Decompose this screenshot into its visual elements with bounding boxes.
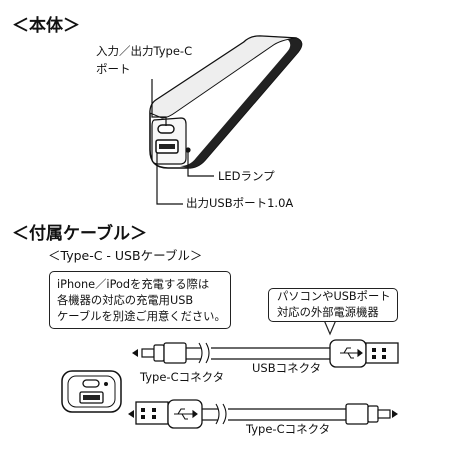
label-io-port-line1: 入力／出力Type-C [96,44,193,58]
callout-line-1: パソコンやUSBポート [277,290,391,303]
note-box: iPhone／iPodを充電する際は 各機器の対応の充電用USB ケーブルを別途… [49,271,231,329]
usb-trident-icon [174,408,198,420]
note-line-3: ケーブルを別途ご用意ください。 [57,310,226,323]
label-io-port-line2: ポート [96,62,131,76]
leader-lines [151,79,214,205]
power-bank-end-view [61,370,122,413]
heading-body: ＜本体＞ [12,16,80,36]
label-usb-output: 出力USBポート1.0A [186,196,294,210]
usb-trident-icon [340,347,363,359]
arrow-right-icon [392,410,398,418]
label-led-lamp: LEDランプ [218,169,275,183]
callout-line-2: 対応の外部電源機器 [277,306,379,319]
usb-port-shape [155,139,179,154]
callout-pointer [323,319,337,336]
label-usb-connector-top: USBコネクタ [252,361,322,375]
note-line-2: 各機器の対応の充電用USB [57,294,194,307]
arrow-left-icon [128,410,134,418]
cable-bottom [128,399,398,429]
type-c-port-shape [157,124,175,134]
heading-accessories: ＜付属ケーブル＞ [12,224,147,244]
callout-box: パソコンやUSBポート 対応の外部電源機器 [268,288,398,322]
note-line-1: iPhone／iPodを充電する際は [57,278,210,291]
label-typec-connector-top: Type-Cコネクタ [140,370,225,384]
cable-top [132,339,399,368]
arrow-left-icon [132,349,138,357]
label-typec-connector-bottom: Type-Cコネクタ [246,422,331,436]
cable-title: ＜Type-C - USBケーブル＞ [48,248,203,263]
